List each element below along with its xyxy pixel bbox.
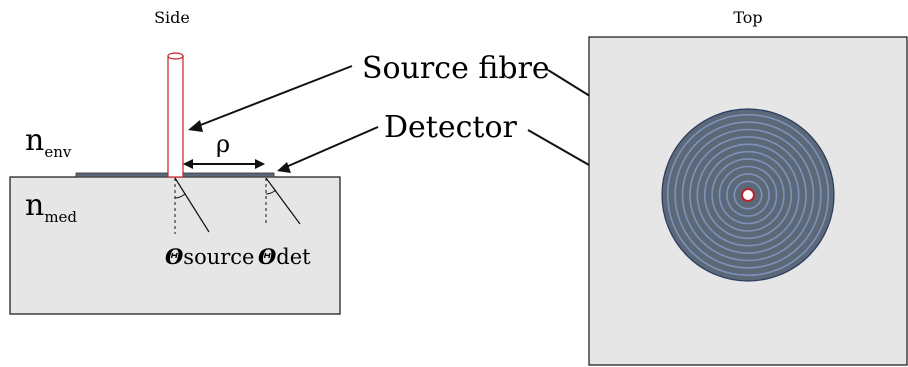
- theta-det-symbol: Θ: [258, 244, 277, 269]
- detector-label: Detector: [384, 110, 518, 145]
- theta-det-angle: [265, 177, 301, 225]
- detector-ring: [718, 165, 778, 225]
- theta-det-sub: det: [276, 245, 311, 269]
- theta-source-symbol: Θ: [165, 244, 184, 269]
- detector-ring: [733, 180, 763, 210]
- detector-ring: [696, 143, 800, 247]
- arrow-source-to-side: [188, 65, 353, 132]
- detector-ring: [711, 158, 785, 232]
- n-env-sub: env: [44, 143, 72, 161]
- source-fibre-cylinder: [167, 52, 184, 178]
- source-fibre-label: Source fibre: [362, 51, 550, 86]
- n-med-label: nmed: [25, 188, 77, 226]
- detector-ring: [674, 121, 822, 269]
- n-env-label: nenv: [25, 123, 72, 161]
- detector-ring: [666, 113, 830, 277]
- theta-det-label: Θdet: [258, 244, 311, 269]
- n-med-sub: med: [44, 208, 77, 226]
- medium-block: [9, 176, 341, 315]
- arrow-detector-to-side: [277, 126, 379, 173]
- detector-ring: [689, 136, 807, 254]
- svg-text:nmed: nmed: [25, 188, 77, 226]
- detector-ring: [703, 150, 793, 240]
- fibre-tip-top: [741, 188, 755, 202]
- detector-ring: [681, 128, 815, 262]
- n-env-main: n: [25, 123, 44, 158]
- detector-ring: [726, 173, 770, 217]
- svg-text:nenv: nenv: [25, 123, 72, 161]
- rho-distance-arrow: [183, 159, 265, 169]
- side-view-title: Side: [154, 8, 190, 27]
- n-med-main: n: [25, 188, 44, 223]
- rho-label: ρ: [216, 130, 230, 158]
- theta-source-label: Θsource: [165, 244, 254, 269]
- theta-source-angle: [174, 177, 210, 234]
- top-view-title: Top: [733, 8, 762, 27]
- theta-source-sub: source: [183, 245, 254, 269]
